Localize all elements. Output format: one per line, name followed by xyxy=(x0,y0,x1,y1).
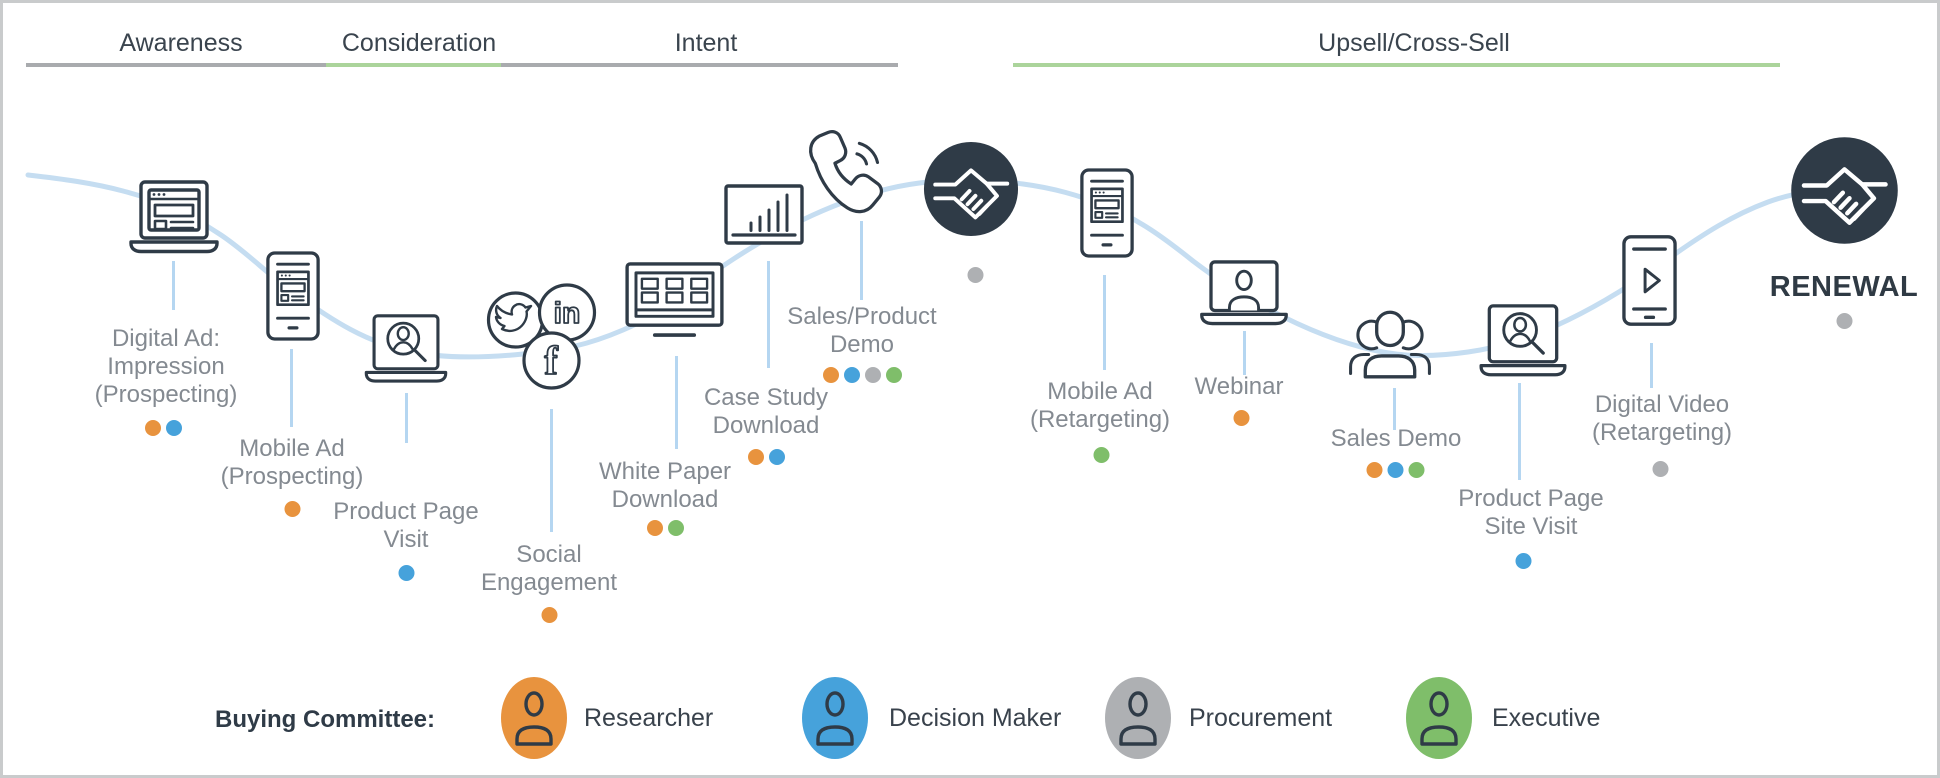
committee-dot-decision_maker xyxy=(1387,462,1403,478)
committee-dots xyxy=(1650,461,1671,477)
person-icon xyxy=(816,691,854,746)
touchpoint-label: Mobile Ad (Retargeting) xyxy=(1029,378,1171,433)
committee-dots xyxy=(396,565,417,581)
touchpoint-label: Sales Demo xyxy=(1330,425,1462,452)
handshake-icon xyxy=(1789,135,1900,246)
touchpoint-label: Product Page Visit xyxy=(333,498,479,553)
touchpoint-label: Case Study Download xyxy=(703,384,829,439)
stage-label-consideration: Consideration xyxy=(341,29,497,57)
committee-dots xyxy=(1834,313,1855,329)
stem-digital-ad xyxy=(171,261,175,310)
stem-product-page xyxy=(404,393,408,443)
stem-mobile-ad-prosp xyxy=(289,349,293,427)
legend-label-researcher: Researcher xyxy=(584,704,714,732)
committee-dots xyxy=(745,449,787,465)
stage-label-intent: Intent xyxy=(674,29,738,57)
laptop-person-icon xyxy=(1197,260,1291,326)
committee-dot-executive xyxy=(1408,462,1424,478)
touchpoint-label: Webinar xyxy=(1194,373,1284,400)
renewal-label: RENEWAL xyxy=(1769,271,1919,303)
touchpoint-label: Mobile Ad (Prospecting) xyxy=(220,435,364,490)
phone-browser-icon xyxy=(265,250,321,342)
decision-maker-badge-icon xyxy=(802,677,868,759)
procurement-badge-icon xyxy=(1105,677,1171,759)
stem-white-paper xyxy=(674,356,678,449)
executive-badge-icon xyxy=(1406,677,1472,759)
facebook-icon: f xyxy=(544,338,558,383)
stem-mobile-ad-retgt xyxy=(1102,275,1106,370)
people-group-icon xyxy=(1341,307,1439,383)
committee-dot-researcher xyxy=(747,449,764,465)
committee-dots xyxy=(142,420,184,436)
committee-dot-researcher xyxy=(1233,410,1249,426)
committee-dot-decision_maker xyxy=(398,565,414,581)
touchpoint-label: Product Page Site Visit xyxy=(1458,485,1604,540)
committee-dot-procurement xyxy=(967,267,983,283)
committee-dots xyxy=(539,607,560,623)
touchpoint-label: Sales/Product Demo xyxy=(787,303,937,358)
committee-dots xyxy=(282,501,303,517)
stage-label-upsell: Upsell/Cross-Sell xyxy=(1318,29,1510,57)
person-icon xyxy=(1420,691,1458,746)
committee-dot-researcher xyxy=(646,520,663,536)
bar-chart-icon xyxy=(724,184,804,246)
committee-dots xyxy=(1513,553,1534,569)
person-icon xyxy=(515,691,553,746)
committee-dot-executive xyxy=(1093,447,1109,463)
committee-dot-decision_maker xyxy=(165,420,182,436)
committee-dots xyxy=(1091,447,1112,463)
stem-sales-demo-call xyxy=(859,221,863,300)
linkedin-icon: in xyxy=(554,297,581,330)
committee-dots xyxy=(965,267,986,283)
committee-dot-researcher xyxy=(1366,462,1382,478)
committee-dots xyxy=(820,367,904,383)
stage-bar-upsell-green xyxy=(1013,63,1780,67)
touchpoint-label: Digital Video (Retargeting) xyxy=(1591,391,1733,446)
committee-dot-executive xyxy=(667,520,684,536)
legend-title: Buying Committee: xyxy=(215,706,436,733)
touchpoint-label: White Paper Download xyxy=(598,458,732,513)
committee-dot-researcher xyxy=(284,501,300,517)
monitor-grid-icon xyxy=(625,262,724,341)
social-networks-icon: in f xyxy=(486,283,597,390)
touchpoint-label: Digital Ad: Impression (Prospecting) xyxy=(94,325,238,408)
phone-browser-icon xyxy=(1079,167,1135,259)
committee-dot-decision_maker xyxy=(1515,553,1531,569)
stem-social xyxy=(549,409,553,532)
legend-label-executive: Executive xyxy=(1492,704,1601,732)
committee-dot-decision_maker xyxy=(768,449,785,465)
stem-product-site xyxy=(1517,383,1521,480)
touchpoint-label: Social Engagement xyxy=(480,541,618,596)
committee-dot-researcher xyxy=(541,607,557,623)
phone-video-icon xyxy=(1621,234,1678,327)
twitter-bird-icon xyxy=(494,302,533,333)
stem-sales-demo xyxy=(1392,388,1396,430)
stem-webinar xyxy=(1242,331,1246,375)
researcher-badge-icon xyxy=(501,677,567,759)
laptop-search-icon xyxy=(1476,304,1570,381)
laptop-browser-icon xyxy=(126,180,222,256)
phone-call-icon xyxy=(801,129,889,217)
stage-bar-consideration-green xyxy=(326,63,501,67)
committee-dot-researcher xyxy=(822,367,839,383)
committee-dots xyxy=(644,520,686,536)
committee-dot-researcher xyxy=(144,420,161,436)
stage-label-awareness: Awareness xyxy=(119,29,243,57)
stem-case-study xyxy=(766,261,770,368)
person-icon xyxy=(1119,691,1157,746)
committee-dot-procurement xyxy=(1652,461,1668,477)
stem-digital-video xyxy=(1649,343,1653,388)
laptop-search-icon xyxy=(362,314,450,387)
committee-dots xyxy=(1364,462,1427,478)
committee-dots xyxy=(1231,410,1252,426)
committee-dot-decision_maker xyxy=(843,367,860,383)
committee-dot-procurement xyxy=(864,367,881,383)
handshake-icon xyxy=(922,140,1020,238)
committee-dot-procurement xyxy=(1836,313,1852,329)
committee-dot-executive xyxy=(885,367,902,383)
legend-label-procurement: Procurement xyxy=(1189,704,1333,732)
legend-label-decision-maker: Decision Maker xyxy=(889,704,1062,732)
